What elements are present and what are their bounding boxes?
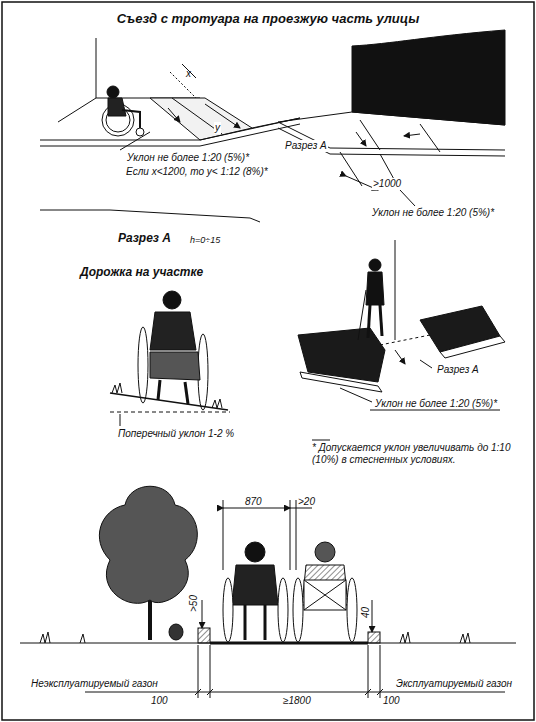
section-label: Разрез А	[284, 140, 328, 152]
section-title: Разрез А	[118, 232, 171, 246]
sidewalk-ramp-scene	[278, 30, 505, 206]
slope-note: Уклон не более 1:20 (5%)*	[375, 398, 497, 410]
dimension-label: 100	[382, 695, 401, 707]
dimension-label: >50	[188, 595, 200, 612]
section-title: Дорожка на участке	[80, 266, 203, 280]
slope-note: Если x<1200, то y< 1:12 (8%)*	[126, 166, 268, 178]
ground-label: Неэксплуатируемый газон	[30, 678, 159, 690]
dimension-label: >20	[298, 496, 315, 508]
section-a-profile	[40, 210, 260, 222]
section-label: Разрез А	[436, 364, 480, 376]
cross-slope-figure	[110, 291, 230, 426]
crossing-figure	[298, 240, 505, 410]
dimension-label: >1000	[372, 178, 402, 190]
dimension-label: 100	[150, 695, 169, 707]
dimension-label: 870	[245, 496, 262, 508]
dimension-label: 40	[360, 607, 372, 618]
curb-ramp-scene	[40, 38, 300, 150]
slope-note: Уклон не более 1:20 (5%)*	[372, 207, 494, 219]
ground-label: Эксплуатируемый газон	[395, 678, 513, 690]
section-note: h=0÷15	[190, 235, 220, 245]
site-path-section	[20, 486, 516, 698]
dimension-label: ≥1800	[282, 695, 312, 707]
slope-note: Уклон не более 1:20 (5%)*	[126, 152, 250, 164]
footnote: * Допускается уклон увеличивать до 1:10 …	[312, 442, 517, 465]
dimension-label: x	[186, 68, 191, 80]
dimension-label: y	[214, 122, 221, 134]
title: Съезд с тротуара на проезжую часть улицы	[117, 12, 420, 27]
slope-note: Поперечный уклон 1-2 %	[118, 428, 234, 440]
